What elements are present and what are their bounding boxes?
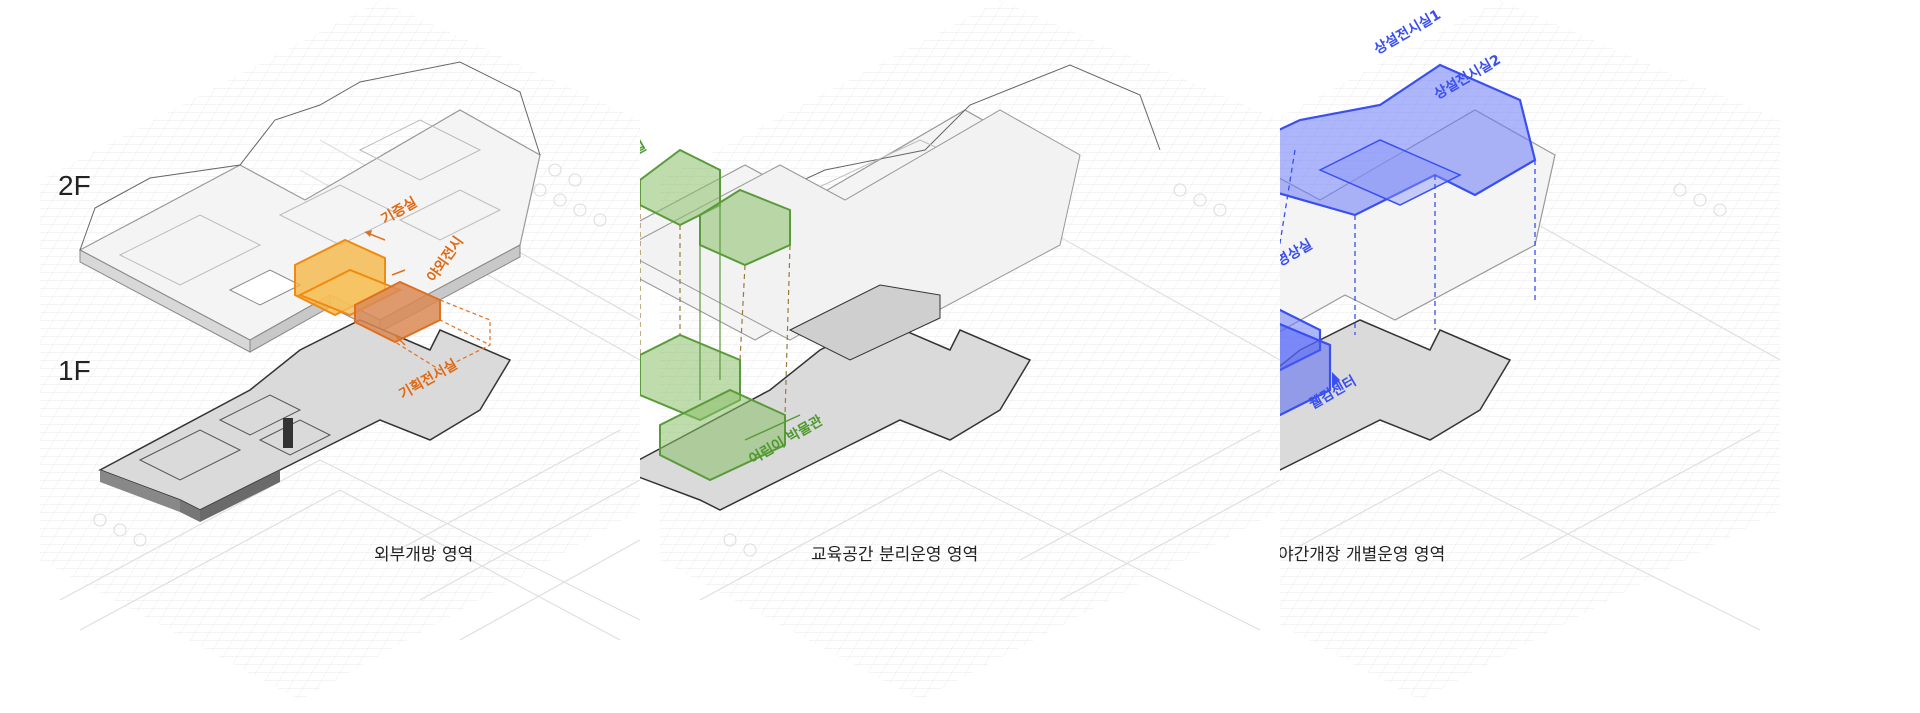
floor-1f-plan: [98, 230, 512, 522]
highlight-blue-lower: [1280, 308, 1332, 417]
panel-caption: 외부개방 영역: [374, 545, 474, 565]
floor-1f-plan: [1280, 149, 1536, 471]
isometric-diagram-3: [1280, 0, 1781, 700]
panel-night-open: 상설전시실1 상설전시실2 입체영상실 웰컴센터 야간개장 개별운영 영역: [1280, 0, 1920, 713]
isometric-diagram-1: [40, 0, 640, 700]
panel-caption: 야간개장 개별운영 영역: [1280, 545, 1446, 565]
panel-education-separate: 교육시설 어린이 박물관 교육공간 분리운영 영역: [640, 0, 1280, 713]
floor-label-1f: 1F: [58, 355, 91, 386]
floor-2f-plan: [1280, 63, 1556, 333]
highlight-green-volume: [640, 148, 801, 482]
highlight-blue-upper: [1280, 63, 1537, 217]
highlight-orange-volume: [294, 230, 491, 371]
panel-external-open: 2F 1F 기증실 야외전시 기획전시실 외부개방 영역: [0, 0, 640, 713]
floor-label-2f: 2F: [58, 170, 91, 201]
panel-caption: 교육공간 분리운영 영역: [811, 545, 979, 565]
floor-2f-plan: [78, 61, 541, 353]
isometric-diagram-2: [640, 0, 1280, 700]
